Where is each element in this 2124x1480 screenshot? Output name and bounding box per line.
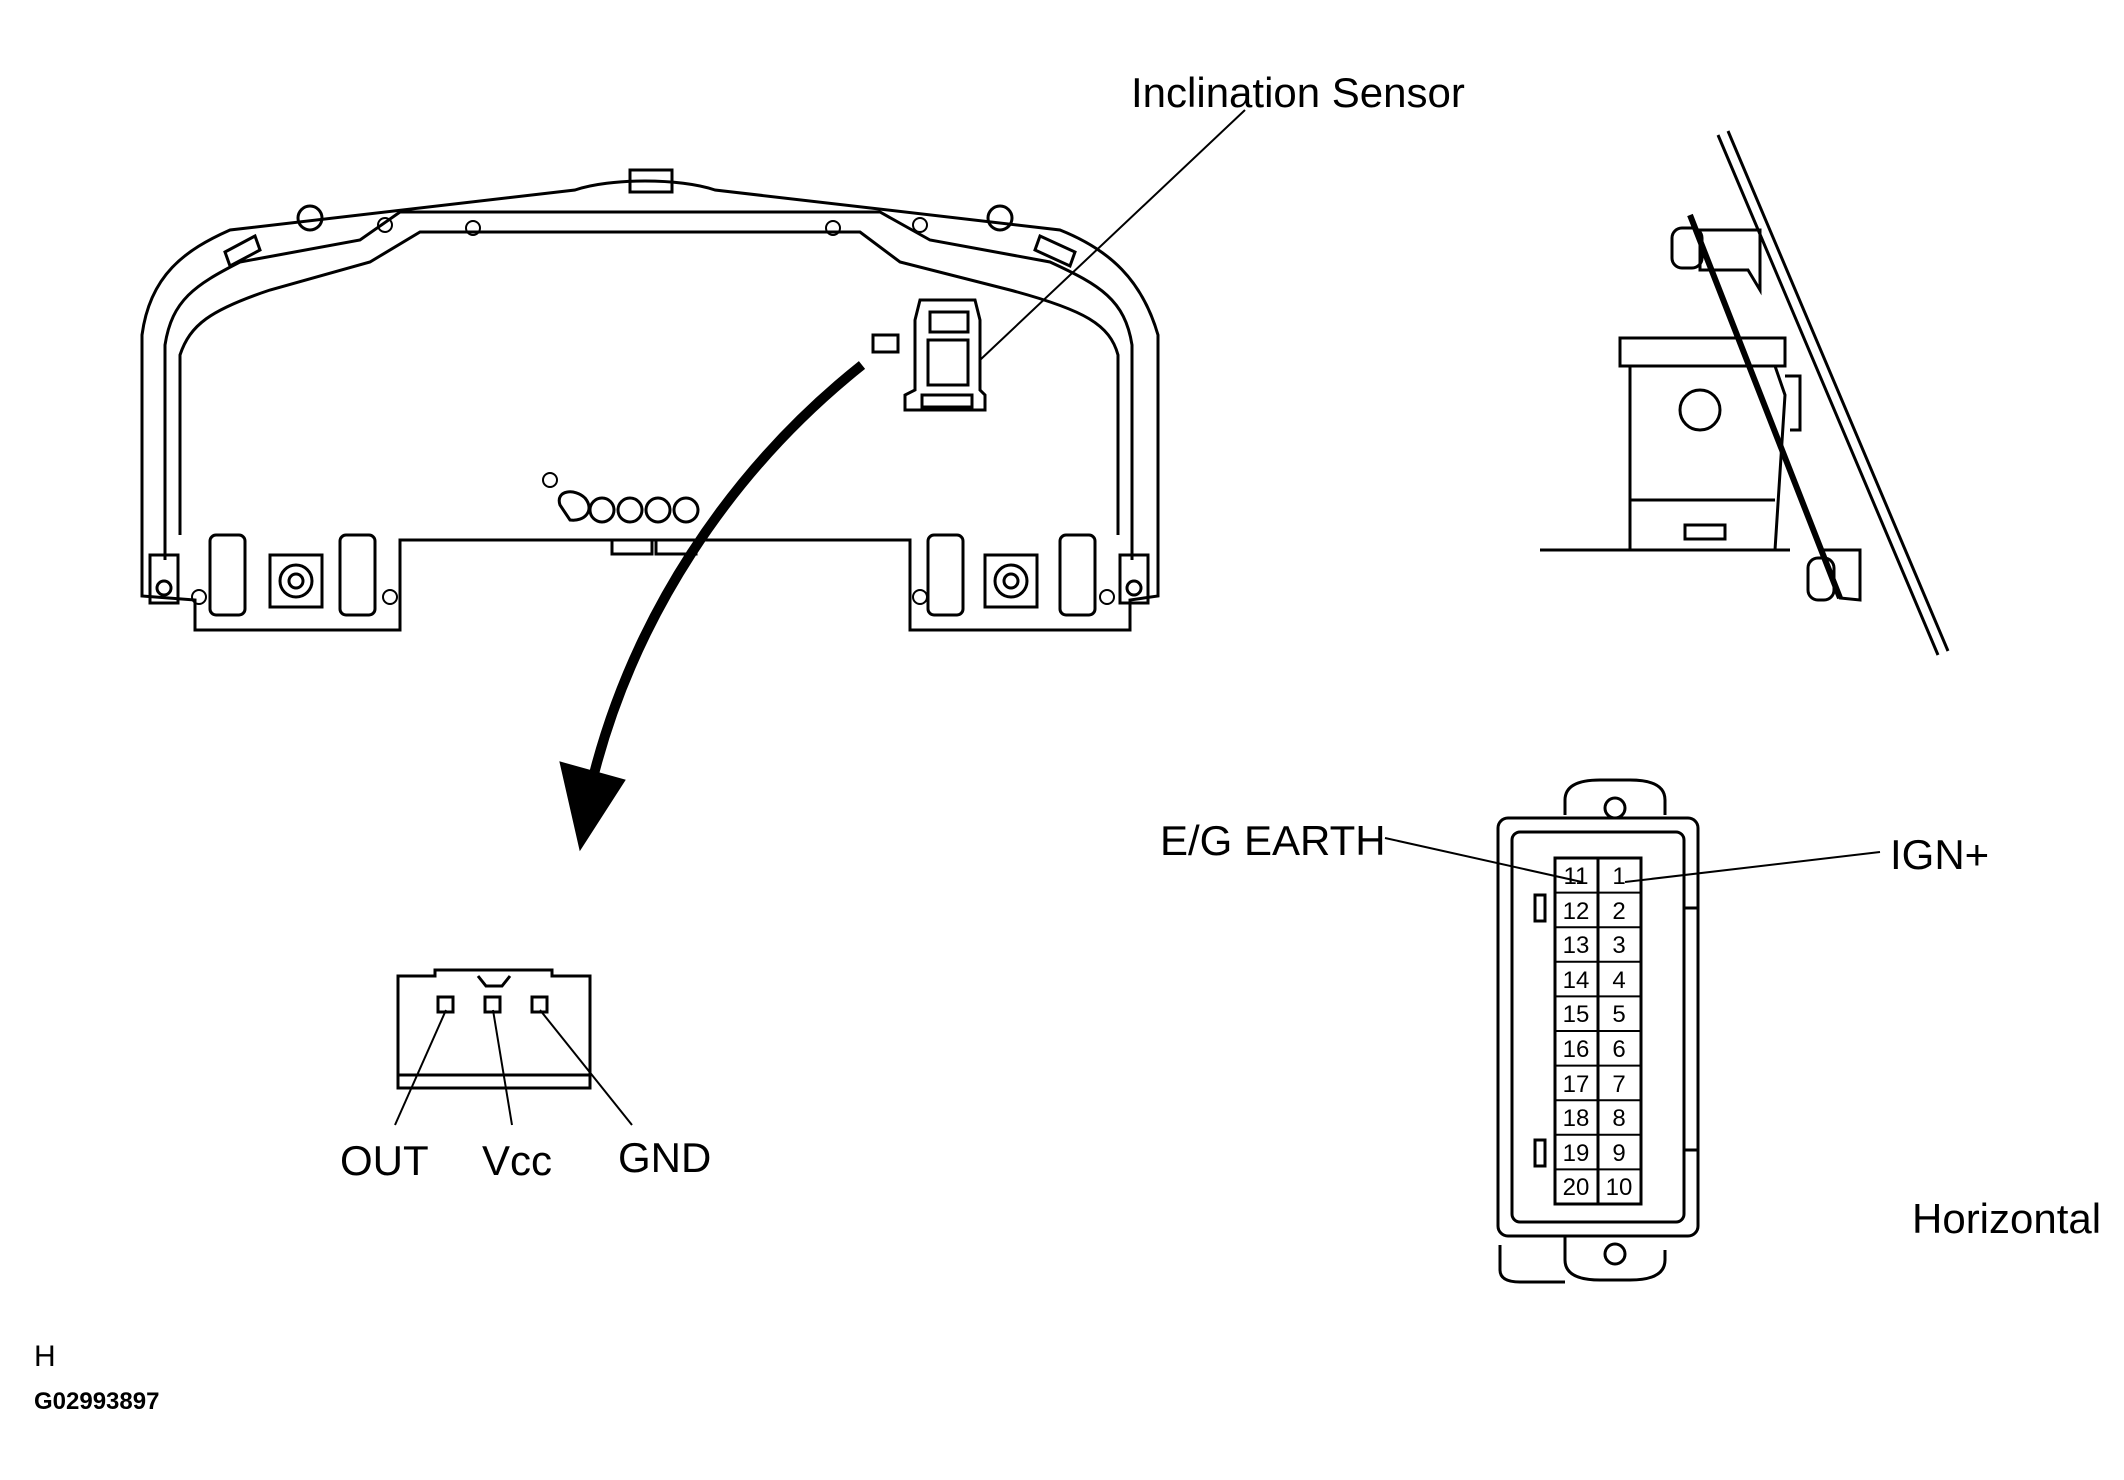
out-label: OUT [340, 1137, 429, 1184]
pin-15: 15 [1563, 1001, 1590, 1028]
pin-7: 7 [1612, 1071, 1625, 1098]
connector-pin-numbers: 11 12 13 14 15 16 17 18 19 20 1 2 3 4 5 … [1563, 863, 1633, 1201]
ign-plus-leader [1624, 851, 1881, 883]
eg-earth-label: E/G EARTH [1160, 817, 1386, 864]
pin-20: 20 [1563, 1174, 1590, 1201]
h-mark: H [34, 1340, 56, 1373]
pin-10: 10 [1606, 1174, 1633, 1201]
pin-5: 5 [1612, 1001, 1625, 1028]
pin-3: 3 [1612, 932, 1625, 959]
pin-4: 4 [1612, 967, 1625, 994]
pin-14: 14 [1563, 967, 1590, 994]
eg-earth-leader [1384, 837, 1583, 883]
pin-1: 1 [1612, 863, 1625, 890]
pin-9: 9 [1612, 1140, 1625, 1167]
pointer-arrow [559, 361, 866, 852]
pin-16: 16 [1563, 1036, 1590, 1063]
pin-13: 13 [1563, 932, 1590, 959]
twenty-pin-connector [1496, 778, 1700, 1284]
inclination-sensor-leader [979, 109, 1246, 361]
inclination-sensor-label: Inclination Sensor [1131, 69, 1465, 116]
pin-8: 8 [1612, 1105, 1625, 1132]
pin-19: 19 [1563, 1140, 1590, 1167]
pin-11: 11 [1564, 863, 1589, 890]
pin-6: 6 [1612, 1036, 1625, 1063]
side-view-mounting [1540, 130, 1950, 656]
figure-code: G02993897 [34, 1388, 160, 1415]
pin-17: 17 [1563, 1071, 1590, 1098]
ign-plus-label: IGN+ [1890, 831, 1990, 878]
pin-18: 18 [1563, 1105, 1590, 1132]
vcc-label: Vcc [482, 1137, 553, 1184]
horizontal-label: Horizontal [1912, 1195, 2102, 1242]
combination-meter-rear-view [140, 168, 1160, 632]
pin-12: 12 [1563, 898, 1590, 925]
gnd-label: GND [618, 1134, 712, 1181]
three-pin-connector [394, 968, 633, 1126]
pin-2: 2 [1612, 898, 1625, 925]
